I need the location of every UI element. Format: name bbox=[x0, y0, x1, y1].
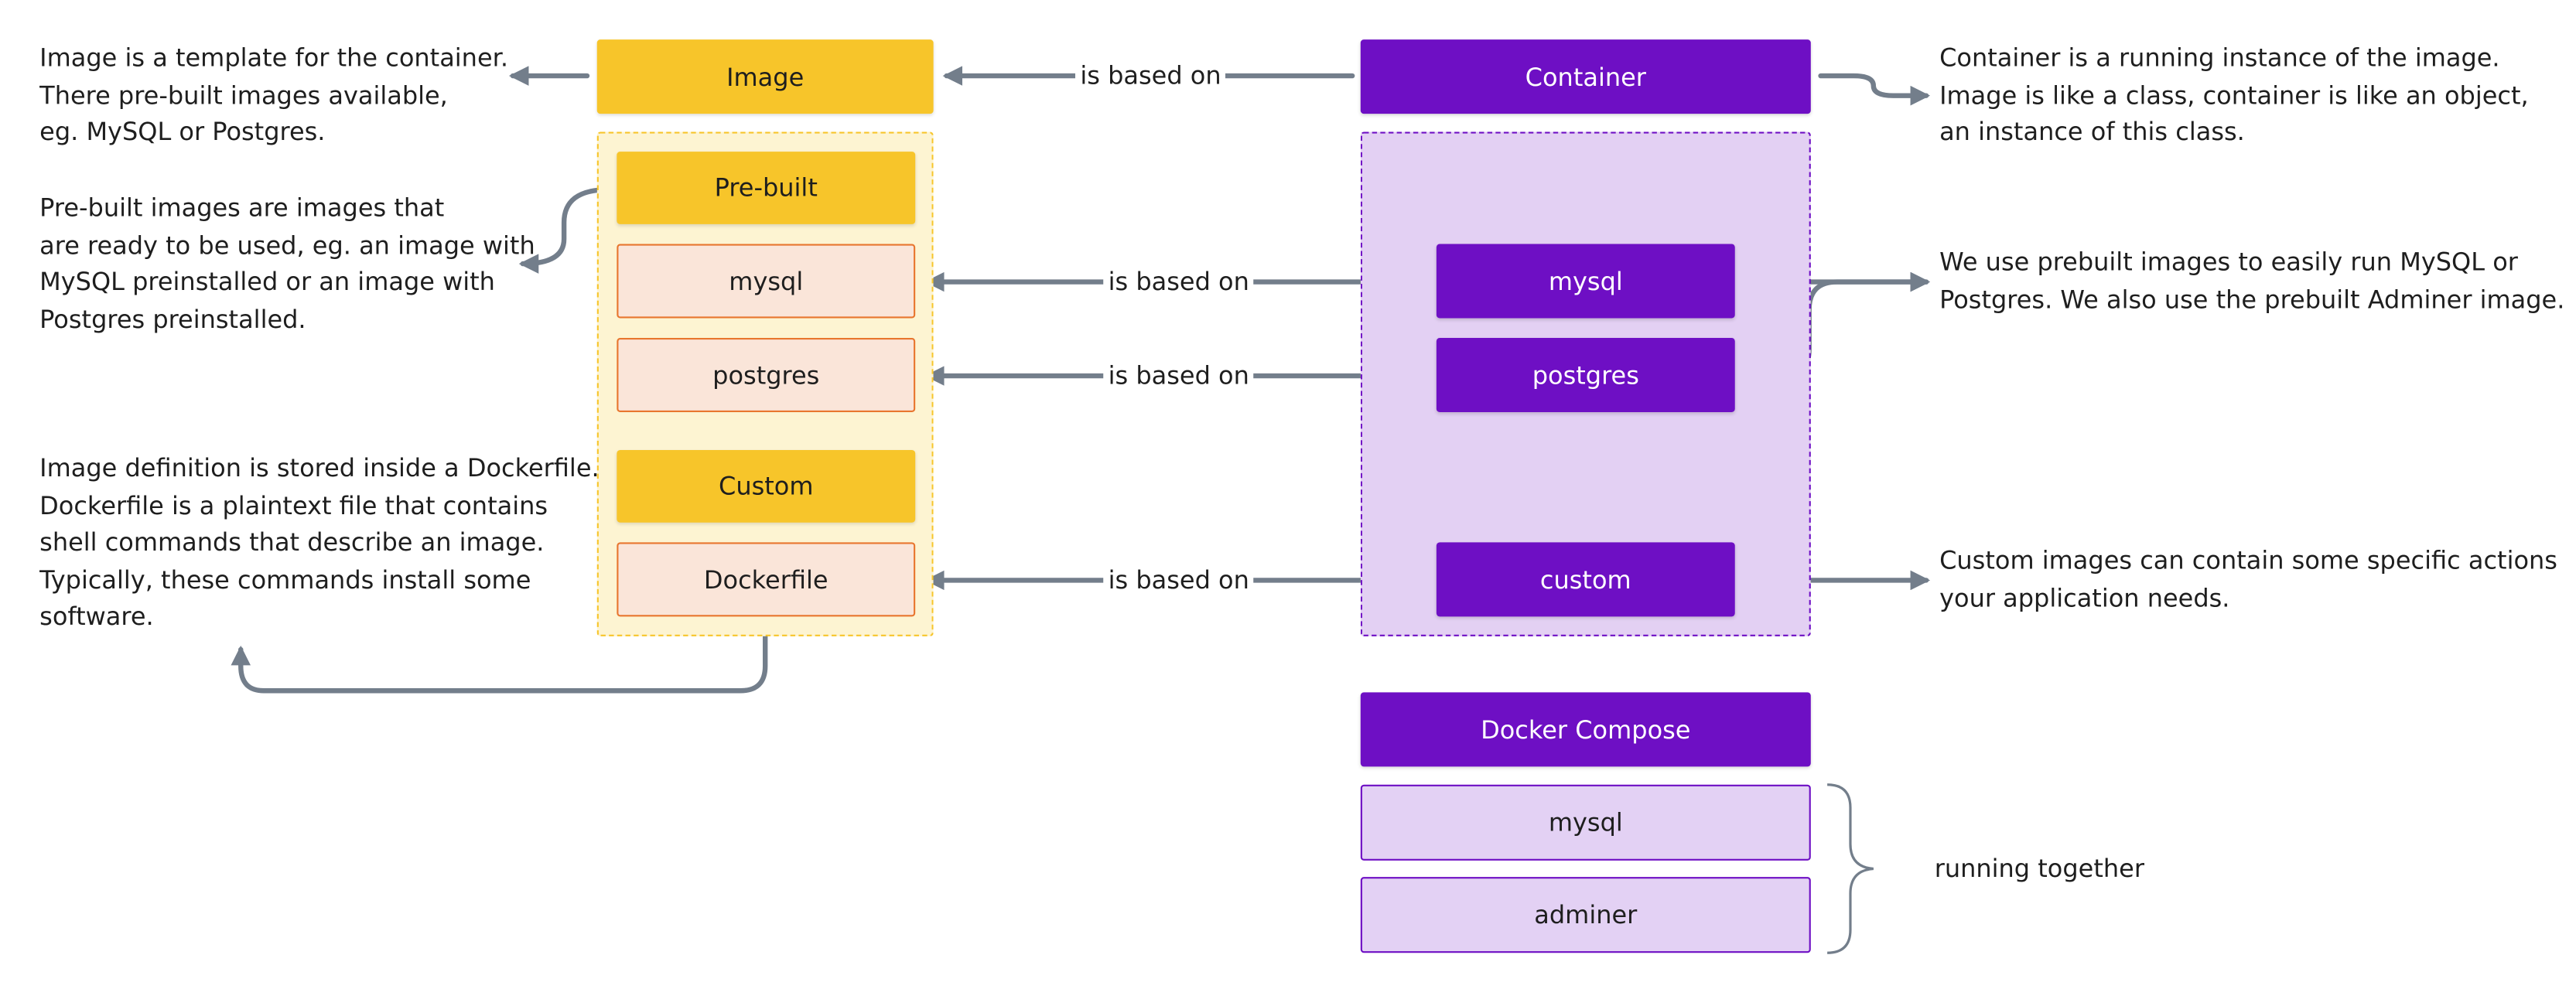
image-item-dockerfile: Dockerfile bbox=[617, 542, 916, 617]
image-item-mysql: mysql bbox=[617, 244, 916, 319]
compose-item-mysql: mysql bbox=[1360, 784, 1811, 861]
compose-item-adminer: adminer bbox=[1360, 877, 1811, 953]
container-item-mysql: mysql bbox=[1436, 244, 1735, 319]
arrow-prebuilt-to-note bbox=[518, 186, 611, 274]
arrow-dockerfile-to-note bbox=[231, 626, 768, 694]
image-header: Image bbox=[596, 39, 934, 114]
relation-label-container-image: is based on bbox=[1074, 59, 1227, 93]
container-header: Container bbox=[1360, 39, 1811, 114]
relation-label-custom: is based on bbox=[1103, 564, 1255, 597]
compose-note: running together bbox=[1934, 854, 2144, 884]
prebuilt-header: Pre-built bbox=[617, 152, 916, 224]
compose-header: Docker Compose bbox=[1360, 692, 1811, 767]
relation-label-mysql: is based on bbox=[1103, 265, 1255, 298]
container-note: Container is a running instance of the i… bbox=[1939, 43, 2529, 148]
custom-usage-note: Custom images can contain some specific … bbox=[1939, 545, 2557, 613]
container-item-custom: custom bbox=[1436, 542, 1735, 617]
relation-label-postgres: is based on bbox=[1103, 359, 1255, 393]
image-note: Image is a template for the container. T… bbox=[39, 43, 509, 148]
arrow-container-to-note bbox=[1818, 73, 1931, 106]
compose-brace bbox=[1827, 783, 1874, 954]
image-item-postgres: postgres bbox=[617, 338, 916, 412]
prebuilt-usage-note: We use prebuilt images to easily run MyS… bbox=[1939, 247, 2565, 315]
container-item-postgres: postgres bbox=[1436, 338, 1735, 412]
dockerfile-note: Image definition is stored inside a Dock… bbox=[39, 453, 600, 633]
custom-header: Custom bbox=[617, 450, 916, 523]
prebuilt-note: Pre-built images are images that are rea… bbox=[39, 193, 535, 335]
